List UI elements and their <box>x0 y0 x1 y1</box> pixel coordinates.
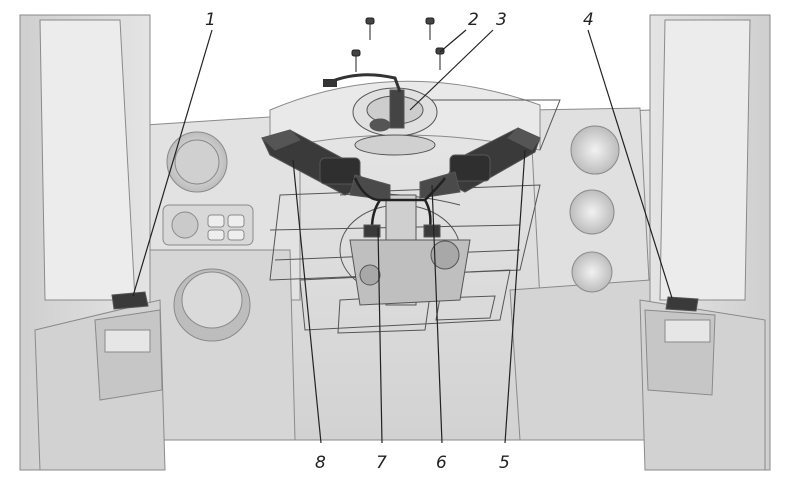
steering-column <box>349 194 471 306</box>
light-switch-panel <box>162 204 254 246</box>
callout-3: 3 <box>496 10 507 30</box>
left-air-vent <box>166 131 228 193</box>
left-stalk-switch <box>261 129 391 201</box>
right-window-switch <box>665 296 699 312</box>
callout-7: 7 <box>376 453 387 473</box>
callout-8: 8 <box>315 453 326 473</box>
left-window-switch <box>111 291 149 310</box>
leader-lines <box>132 29 673 444</box>
callout-4: 4 <box>583 10 594 30</box>
contact-ring <box>323 73 438 156</box>
left-door-panel <box>19 14 166 471</box>
connectors <box>363 224 441 238</box>
right-stalk-switch <box>419 127 541 199</box>
screws <box>351 17 445 72</box>
callout-2: 2 <box>468 10 479 30</box>
callout-labels: 1 2 3 4 5 6 7 8 <box>205 10 594 473</box>
callout-5: 5 <box>499 453 510 473</box>
right-air-vents <box>569 125 620 293</box>
callout-6: 6 <box>436 453 447 473</box>
right-door-panel <box>639 14 771 471</box>
callout-1: 1 <box>205 10 216 30</box>
cup-holder <box>173 268 251 342</box>
